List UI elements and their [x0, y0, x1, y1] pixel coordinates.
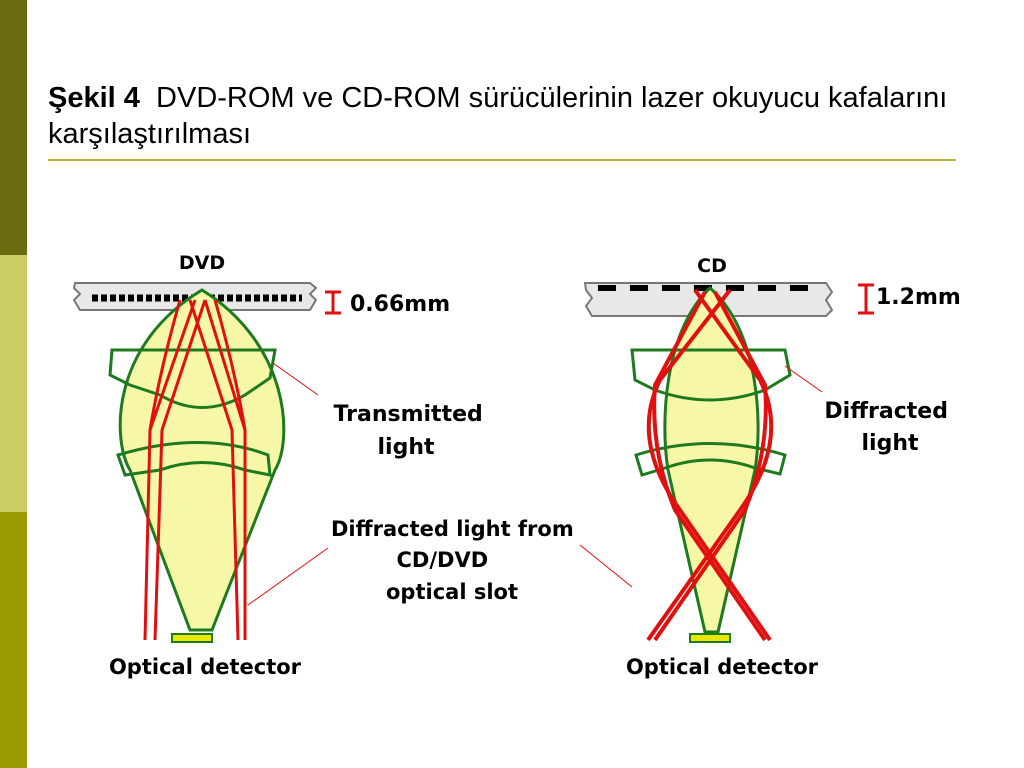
dvd-transmitted-leader: [272, 362, 319, 396]
cd-detector-label: Optical detector: [626, 655, 819, 679]
dvd-label: DVD: [179, 252, 225, 274]
cd-optical-detector: [689, 633, 731, 643]
cd-diffracted-leader: [784, 365, 823, 393]
slot-callout-line-2: CD/DVD: [397, 548, 489, 572]
dvd-callout-line-1: Transmitted: [334, 402, 483, 427]
dvd-optical-detector: [171, 633, 213, 643]
dvd-lens-upper: [108, 348, 277, 409]
cd-lens-lower: [634, 442, 787, 477]
cd-callout-line-1: Diffracted: [824, 399, 948, 424]
dvd-thickness-label: 0.66mm: [350, 292, 450, 317]
title-prefix: Şekil 4: [48, 82, 140, 114]
dvd-laser-rays: [143, 299, 247, 641]
side-bar-light: [0, 255, 27, 512]
cd-label: CD: [697, 255, 727, 277]
cd-diffracted-callout: Diffracted light: [824, 399, 955, 456]
cd-slot-leader: [579, 544, 633, 588]
title-text: DVD-ROM ve CD-ROM sürücülerinin lazer ok…: [48, 82, 948, 150]
cd-thickness-label: 1.2mm: [876, 285, 961, 310]
dvd-transmitted-callout: Transmitted light: [334, 402, 491, 460]
side-bar-dark: [0, 0, 27, 255]
slide-title: Şekil 4 DVD-ROM ve CD-ROM sürücülerinin …: [48, 80, 978, 152]
slot-callout-line-1: Diffracted light from: [331, 517, 574, 541]
cd-thickness-marker: [858, 283, 874, 315]
slot-callout-line-3: optical slot: [386, 580, 518, 604]
side-bar-olive: [0, 512, 27, 768]
title-underline: [48, 159, 956, 161]
cd-laser-rays: [646, 288, 774, 642]
dvd-detector-label: Optical detector: [109, 655, 302, 679]
dvd-slot-leader: [247, 547, 329, 606]
dvd-thickness-marker: [325, 290, 341, 315]
dvd-callout-line-2: light: [377, 435, 434, 460]
cd-assembly: CD 1.2mm Diffracted light Optical detect…: [579, 255, 961, 679]
optical-slot-callout: Diffracted light from CD/DVD optical slo…: [331, 517, 581, 604]
dvd-assembly: DVD 0.66mm Transmitted: [72, 252, 491, 679]
cd-callout-line-2: light: [861, 431, 918, 456]
dvd-lens-lower: [116, 441, 272, 477]
